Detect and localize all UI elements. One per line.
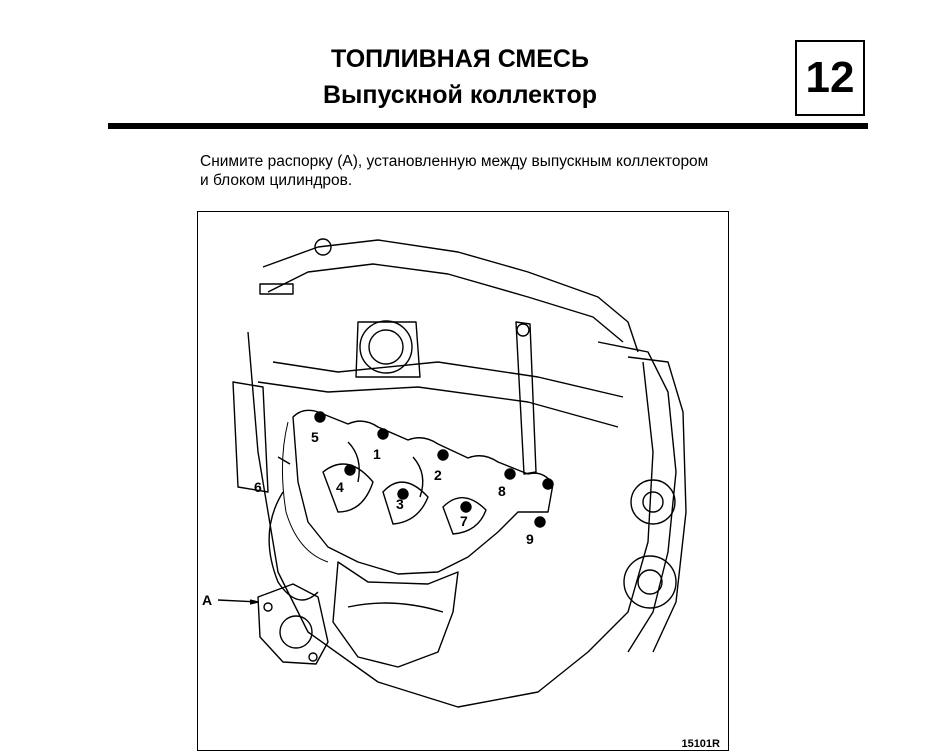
callout-9: 9	[526, 531, 534, 547]
instruction-line-2: и блоком цилиндров.	[200, 172, 353, 189]
engine-drawing	[217, 238, 687, 708]
chapter-number-box: 12	[795, 40, 865, 116]
callout-3: 3	[396, 496, 404, 512]
callout-7: 7	[460, 513, 468, 529]
page-title: ТОПЛИВНАЯ СМЕСЬ	[331, 45, 589, 73]
callout-1: 1	[373, 446, 381, 462]
instruction-text: Снимите распорку (А), установленную межд…	[200, 152, 780, 190]
callout-a: A	[202, 592, 213, 608]
callout-4: 4	[336, 479, 344, 495]
callout-8: 8	[498, 483, 506, 499]
instruction-line-1: Снимите распорку (А), установленную межд…	[200, 153, 709, 170]
callout-5: 5	[311, 429, 319, 445]
page-subtitle: Выпускной коллектор	[322, 81, 598, 109]
engine-diagram: 5 1 2 4 3 8 7 9 6 A 15101R	[197, 211, 729, 751]
header-divider	[108, 123, 868, 129]
callout-6: 6	[254, 479, 262, 495]
callout-2: 2	[434, 467, 442, 483]
figure-code: 15101R	[681, 738, 720, 750]
